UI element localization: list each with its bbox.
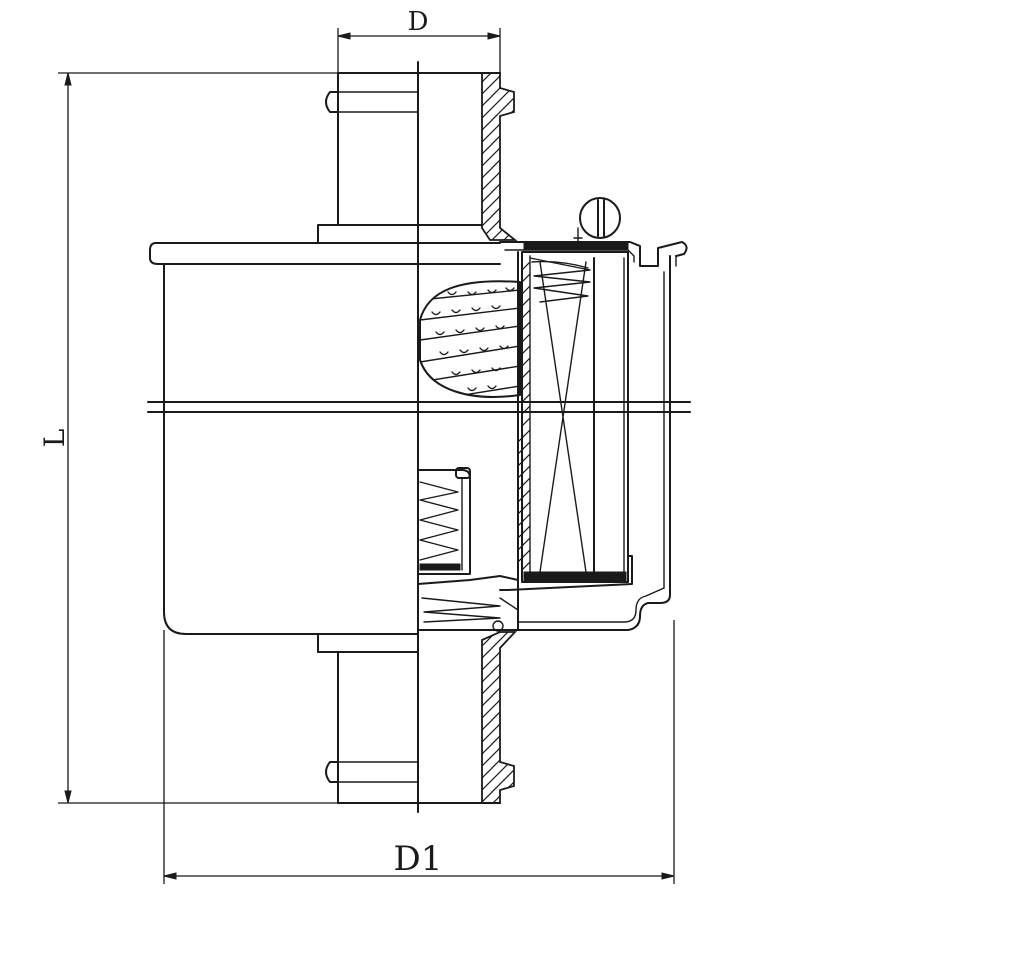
check-valve xyxy=(417,467,471,575)
housing-exterior xyxy=(147,242,419,653)
filter-endcap-bottom xyxy=(523,571,627,583)
outlet-pipe-bottom xyxy=(325,651,501,804)
top-cover-section xyxy=(417,241,688,267)
dimension-l-label: L xyxy=(38,429,71,448)
inlet-pipe-wall-section xyxy=(417,72,518,241)
inlet-pipe-top xyxy=(317,72,501,244)
vent-screw xyxy=(573,197,621,243)
dimension-d: D xyxy=(337,7,501,75)
outlet-pipe-wall-section xyxy=(481,620,518,804)
dimension-d1: D1 xyxy=(163,620,675,884)
pleated-media-cutaway xyxy=(419,280,521,398)
top-spring xyxy=(529,257,591,303)
dimension-d1-label: D1 xyxy=(394,839,443,879)
inner-tube-wall xyxy=(517,251,524,631)
dimension-d-label: D xyxy=(408,7,429,37)
break-line xyxy=(417,401,691,413)
dimension-l: L xyxy=(38,72,418,804)
housing-wall-section xyxy=(417,255,671,631)
bottom-spring xyxy=(417,575,519,631)
filter-element xyxy=(499,251,633,591)
